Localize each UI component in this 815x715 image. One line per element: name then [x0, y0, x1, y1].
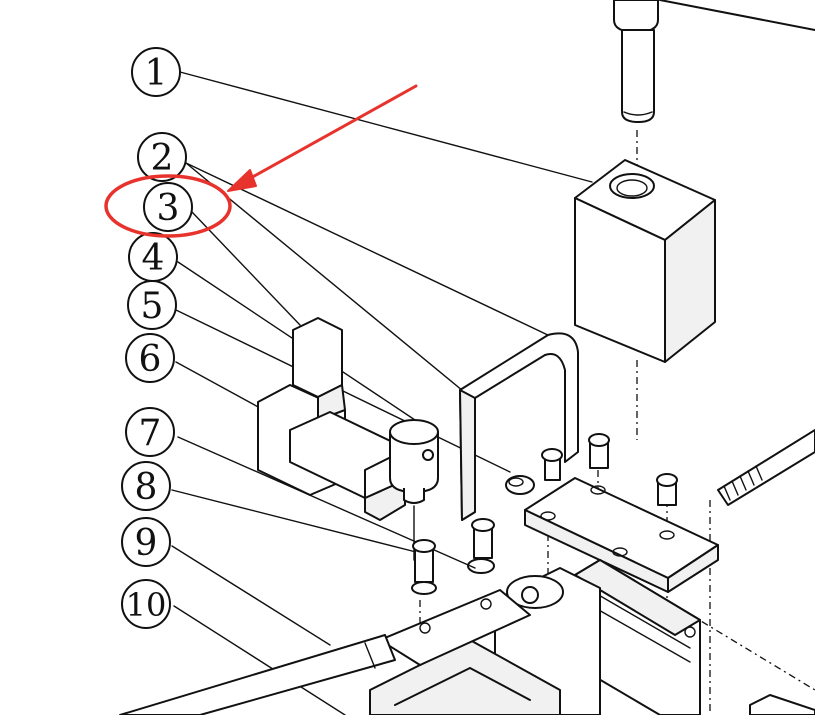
screw-7: [467, 518, 495, 574]
svg-text:4: 4: [142, 238, 165, 279]
callouts: 1 2 3 4 5 6 7 8: [121, 47, 193, 629]
callout-4: 4: [128, 232, 178, 282]
leader-line-10: [173, 605, 346, 715]
bottom-right-part: [749, 694, 815, 715]
leader-line-9: [171, 545, 331, 646]
svg-text:5: 5: [141, 286, 164, 327]
highlight-annotation: [104, 84, 418, 238]
svg-text:8: 8: [135, 467, 158, 508]
part-5-set-screw: [505, 475, 535, 495]
screw-8: [411, 539, 437, 595]
svg-text:3: 3: [157, 188, 180, 229]
svg-text:1: 1: [145, 53, 168, 94]
callout-7: 7: [125, 407, 175, 457]
callout-3: 3: [143, 182, 193, 232]
leader-line-3: [191, 211, 301, 326]
callout-8: 8: [121, 461, 171, 511]
highlight-ellipse: [104, 174, 232, 238]
callout-9: 9: [121, 517, 171, 567]
leader-line-1: [179, 71, 593, 183]
part-2-plate: [459, 332, 579, 521]
threaded-rod: [717, 429, 815, 506]
top-guide-pin: [613, 0, 815, 123]
part-1-block: [574, 159, 716, 363]
lever-arm: [119, 589, 531, 715]
svg-text:2: 2: [151, 138, 174, 179]
callout-2: 2: [137, 132, 187, 182]
screw-a: [541, 448, 563, 481]
part-4-cylinder: [389, 419, 439, 561]
svg-text:6: 6: [139, 339, 162, 380]
svg-text:7: 7: [139, 413, 162, 454]
highlight-arrowhead-icon: [227, 169, 257, 192]
highlight-arrow-shaft: [238, 84, 418, 186]
leader-line-8: [171, 489, 421, 554]
screw-b: [588, 433, 610, 469]
top-plate: [524, 477, 719, 593]
leader-line-2-b: [185, 162, 475, 401]
leader-line-2-a: [185, 162, 553, 338]
callout-1: 1: [131, 47, 181, 97]
callout-5: 5: [127, 280, 177, 330]
svg-text:9: 9: [135, 523, 158, 564]
svg-text:10: 10: [126, 586, 167, 624]
screw-c: [656, 473, 678, 506]
base-body: [369, 567, 601, 715]
part-6-slider-bar: [289, 411, 406, 521]
callout-6: 6: [125, 333, 175, 383]
callout-10: 10: [121, 579, 171, 629]
